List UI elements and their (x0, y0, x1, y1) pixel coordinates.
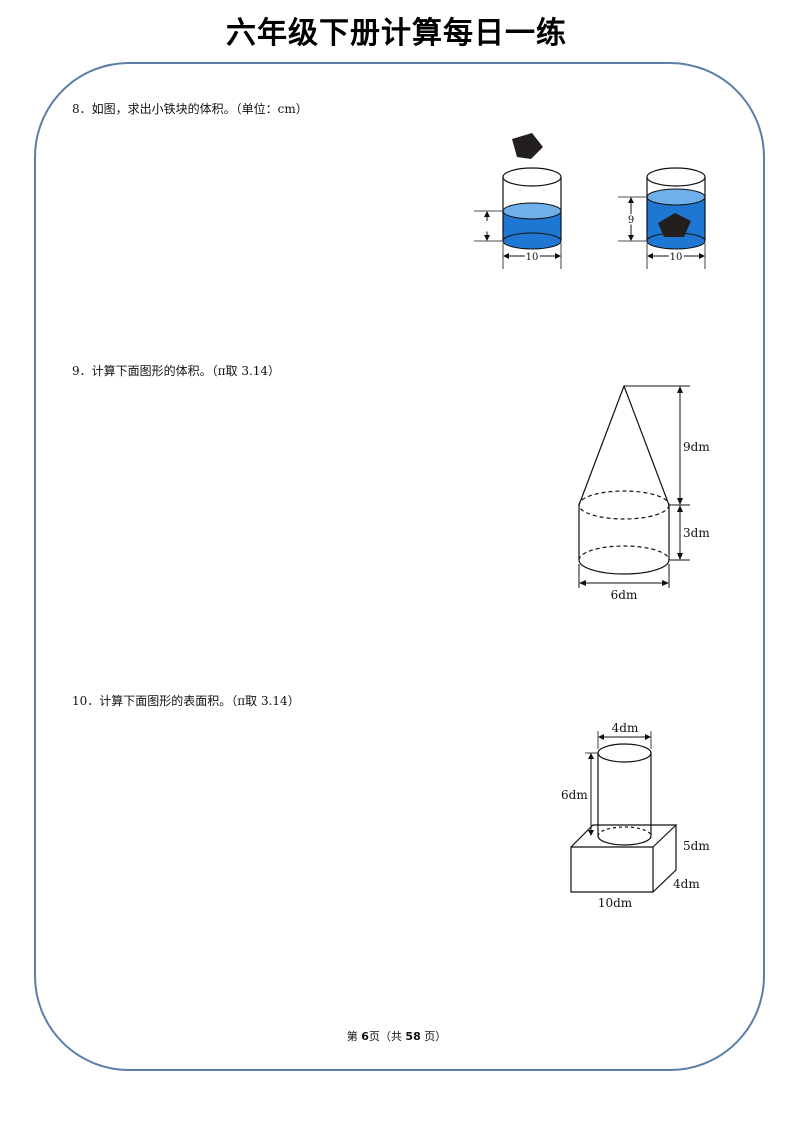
question-9-text: 9．计算下面图形的体积。（π取 3.14） (72, 364, 281, 378)
footer-suffix: 页） (420, 1030, 447, 1043)
footer-prefix: 第 (346, 1030, 362, 1043)
iron-block-submerged (658, 213, 691, 237)
page-frame (34, 62, 765, 1071)
current-page-number: 6 (361, 1030, 369, 1043)
right-diameter-label: 10 (670, 252, 683, 263)
iron-block (512, 133, 543, 159)
cone-height-label: 9dm (683, 440, 710, 454)
question-10-text: 10．计算下面图形的表面积。（π取 3.14） (72, 694, 300, 708)
box-length-label: 10dm (598, 896, 633, 910)
right-cylinder: 9 10 (618, 167, 706, 269)
left-diameter-label: 10 (526, 252, 539, 263)
cylinder-height-label: 3dm (683, 526, 710, 540)
page-footer: 第 6页（共 58 页） (0, 1028, 793, 1044)
total-page-count: 58 (405, 1030, 421, 1043)
diameter-label: 6dm (611, 588, 638, 602)
footer-middle: 页（共 (368, 1030, 406, 1043)
question-8-text: 8．如图，求出小铁块的体积。（单位：cm） (72, 102, 308, 116)
cyl-height-label: 6dm (561, 788, 588, 802)
question-8-figure: 7 10 9 10 (474, 133, 706, 269)
left-cylinder: 7 10 (474, 167, 562, 269)
left-height-label: 7 (484, 222, 490, 233)
cyl-diameter-label: 4dm (612, 721, 639, 735)
question-10-figure: 4dm 6dm 5dm 4dm 10dm (561, 721, 710, 910)
right-height-label: 9 (628, 215, 634, 226)
box-depth-label: 4dm (673, 877, 700, 891)
question-9-figure: 9dm 3dm 6dm (578, 385, 710, 602)
page-title: 六年级下册计算每日一练 (226, 16, 567, 51)
box-height-label: 5dm (683, 839, 710, 853)
